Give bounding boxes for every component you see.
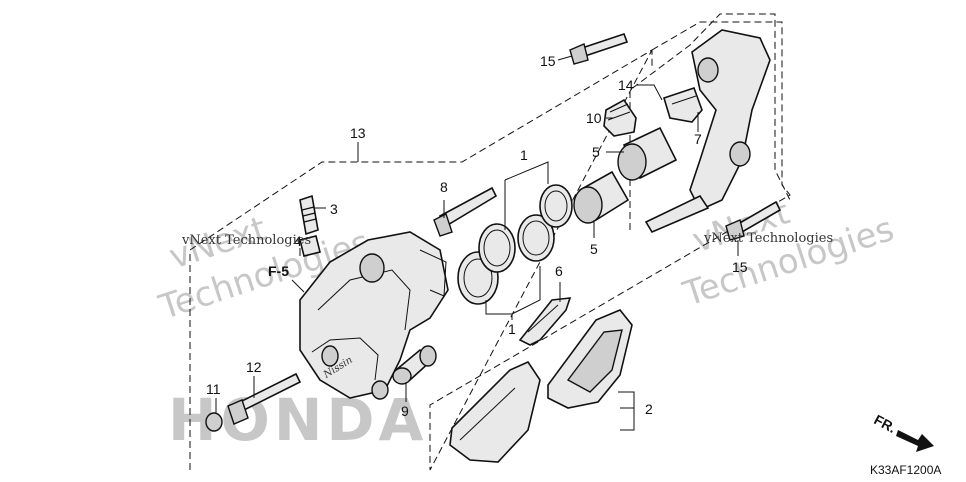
diagram-code: K33AF1200A bbox=[870, 463, 941, 477]
slide-pin-8 bbox=[433, 186, 498, 237]
front-direction-arrow: FR. bbox=[871, 411, 934, 452]
caliper-bracket bbox=[644, 29, 771, 234]
callout-8: 8 bbox=[440, 179, 448, 195]
callout-5-lower: 5 bbox=[590, 241, 598, 257]
leader-lines bbox=[215, 55, 739, 431]
brake-pad-rear bbox=[547, 309, 633, 409]
bracket-outline-14 bbox=[629, 13, 791, 230]
piston-a bbox=[573, 170, 630, 224]
arrow-right-icon bbox=[896, 430, 934, 452]
callout-2: 2 bbox=[645, 401, 653, 417]
piston-seal-inner-b bbox=[539, 184, 573, 228]
piston-seal-inner-a bbox=[478, 223, 516, 273]
assembly-outline-13 bbox=[189, 21, 791, 471]
watermark-label-left: vNext Technologies bbox=[181, 233, 311, 248]
callout-5-upper: 5 bbox=[592, 144, 600, 160]
watermark-label-right: vNext Technologies bbox=[703, 231, 833, 246]
callout-12: 12 bbox=[246, 359, 262, 375]
piston-seal-outer-b bbox=[517, 214, 555, 262]
callout-4: 4 bbox=[294, 233, 302, 249]
brake-pad-front bbox=[449, 360, 541, 463]
guide-pin bbox=[392, 345, 437, 385]
front-direction-label: FR. bbox=[871, 411, 898, 436]
slide-pin-12 bbox=[227, 372, 302, 425]
callout-9: 9 bbox=[401, 403, 409, 419]
bolt-upper bbox=[569, 32, 629, 65]
bolt-lower bbox=[725, 200, 782, 241]
callout-1-lower: 1 bbox=[508, 321, 516, 337]
callout-13: 13 bbox=[350, 125, 366, 141]
pad-spring bbox=[518, 297, 572, 346]
cap-nut bbox=[205, 412, 223, 432]
callout-7: 7 bbox=[694, 131, 702, 147]
bleeder-screw bbox=[299, 194, 319, 236]
callout-ref-f5: F-5 bbox=[268, 263, 289, 279]
piston-b bbox=[617, 126, 678, 181]
callout-14: 14 bbox=[618, 77, 634, 93]
bleeder-cap bbox=[299, 235, 321, 257]
callout-3: 3 bbox=[330, 201, 338, 217]
callout-1-upper: 1 bbox=[520, 147, 528, 163]
callout-15-lower: 15 bbox=[732, 259, 748, 275]
callout-10: 10 bbox=[586, 110, 602, 126]
callout-11: 11 bbox=[206, 381, 221, 397]
pin-boot bbox=[603, 98, 637, 137]
callout-6: 6 bbox=[555, 263, 563, 279]
caliper-body: Nissin bbox=[299, 231, 449, 400]
pad-retainer bbox=[663, 86, 703, 123]
callout-15-upper: 15 bbox=[540, 53, 556, 69]
